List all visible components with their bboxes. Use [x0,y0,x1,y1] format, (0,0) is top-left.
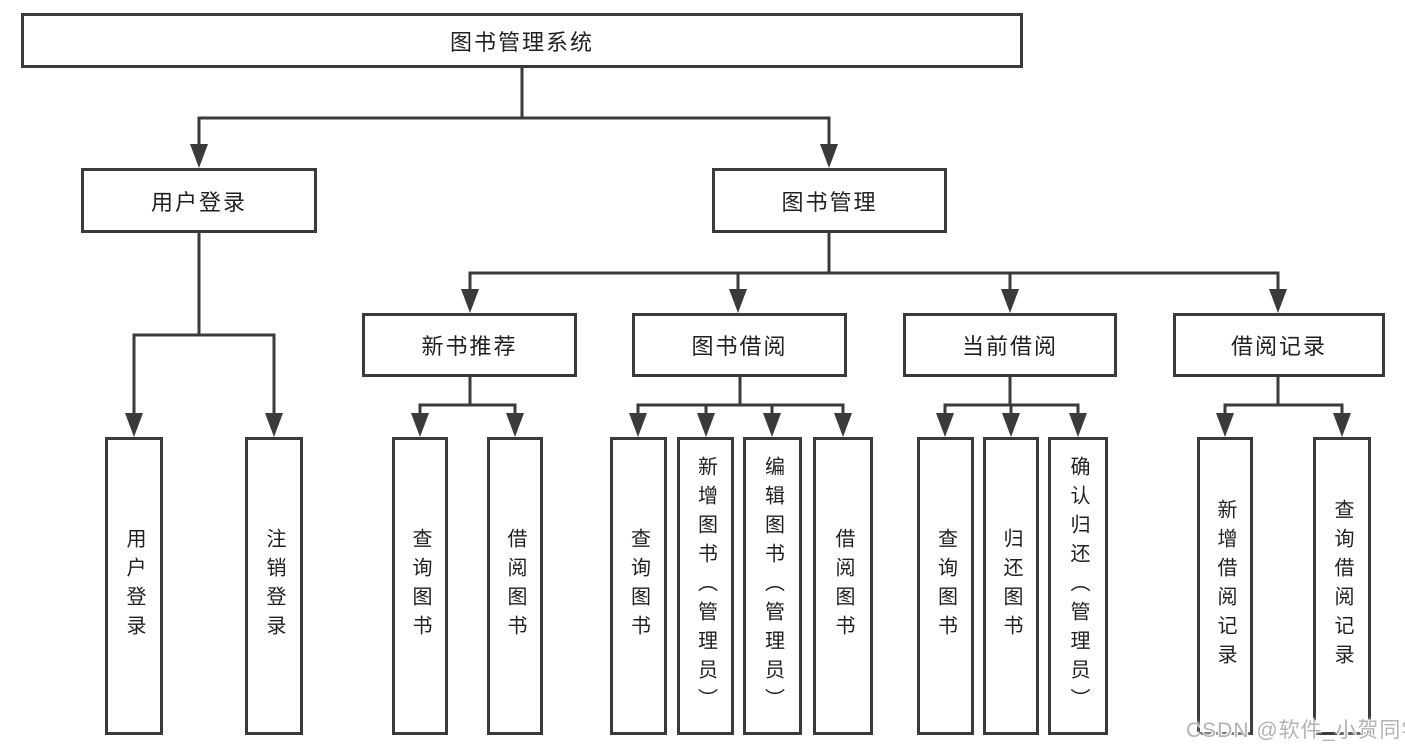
leaf-confirm-return-admin: 确认归还（管理员） [1048,437,1108,735]
csdn-watermark: CSDN @软件_小贺同学 [1186,719,1405,742]
leaf-query-books-3: 查询图书 [917,437,974,735]
leaf-add-borrow-record: 新增借阅记录 [1197,437,1253,735]
leaf-label: 查询图书 [409,528,431,644]
leaf-label: 确认归还（管理员） [1067,455,1089,717]
arrowhead-icon [461,289,479,313]
leaf-add-books-admin: 新增图书（管理员） [677,437,734,735]
node-label: 用户登录 [150,189,247,215]
leaf-return-books: 归还图书 [983,437,1039,735]
leaf-label: 用户登录 [123,528,145,644]
arrowhead-icon [265,413,283,437]
arrowhead-icon [1269,289,1287,313]
arrowhead-icon [411,413,429,437]
leaf-user-login: 用户登录 [105,437,163,735]
leaf-label: 查询图书 [627,528,650,644]
leaf-label: 查询图书 [934,528,957,644]
node-book-management-system: 图书管理系统 [21,13,1023,68]
arrowhead-icon [697,413,715,437]
leaf-query-books-2: 查询图书 [610,437,667,735]
leaf-label: 新增图书（管理员） [694,455,717,717]
node-borrowing-records: 借阅记录 [1173,313,1385,377]
node-user-login: 用户登录 [81,168,317,233]
leaf-edit-books-admin: 编辑图书（管理员） [743,437,802,735]
arrowhead-icon [936,413,954,437]
arrowhead-icon [1002,413,1020,437]
arrowhead-icon [1216,413,1234,437]
arrowhead-icon [629,413,647,437]
node-new-book-recommend: 新书推荐 [362,313,577,377]
leaf-borrow-books-1: 借阅图书 [487,437,543,735]
leaf-query-books-1: 查询图书 [392,437,448,735]
node-label: 借阅记录 [1230,334,1327,359]
node-label: 新书推荐 [421,334,518,359]
node-book-management: 图书管理 [712,168,947,233]
leaf-label: 注销登录 [263,528,285,644]
arrowhead-icon [1333,413,1351,437]
leaf-label: 归还图书 [1000,528,1022,644]
leaf-label: 查询借阅记录 [1331,499,1353,673]
leaf-borrow-books-2: 借阅图书 [813,437,873,735]
arrowhead-icon [190,144,208,168]
arrowhead-icon [506,413,524,437]
node-label: 图书借阅 [691,334,788,359]
arrowhead-icon [1001,289,1019,313]
node-label: 图书管理系统 [449,29,594,55]
arrowhead-icon [763,413,781,437]
arrowhead-icon [820,144,838,168]
leaf-label: 借阅图书 [832,528,854,644]
leaf-query-borrow-record: 查询借阅记录 [1313,437,1371,735]
arrowhead-icon [729,289,747,313]
leaf-label: 借阅图书 [504,528,526,644]
leaf-label: 新增借阅记录 [1214,499,1236,673]
arrowhead-icon [834,413,852,437]
node-current-borrowing: 当前借阅 [903,313,1117,377]
node-label: 当前借阅 [961,334,1058,359]
arrowhead-icon [125,413,143,437]
node-book-borrowing: 图书借阅 [632,313,847,377]
leaf-label: 编辑图书（管理员） [761,455,784,717]
leaf-logout: 注销登录 [245,437,303,735]
node-label: 图书管理 [781,189,878,215]
arrowhead-icon [1069,413,1087,437]
